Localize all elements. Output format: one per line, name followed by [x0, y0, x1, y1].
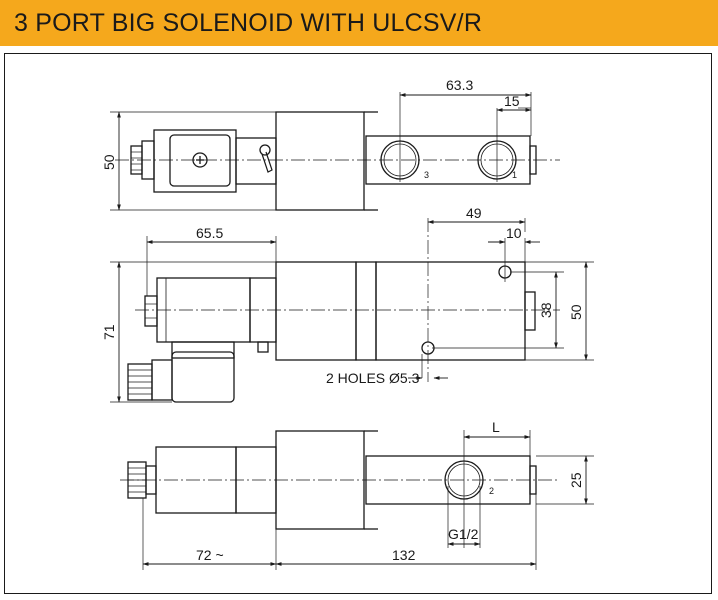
dim-50-middle-label: 50: [568, 304, 584, 320]
middle-connector: [171, 341, 235, 359]
dim-l-label: L: [492, 419, 500, 435]
dim-15-label: 15: [504, 93, 520, 109]
header-bar: 3 PORT BIG SOLENOID WITH ULCSV/R: [0, 0, 718, 46]
bottom-actuator-block: [275, 430, 365, 530]
dim-72-label: 72 ~: [196, 547, 224, 563]
top-actuator-block: [275, 111, 365, 211]
middle-valve-body: [375, 261, 526, 361]
dim-71-label: 71: [101, 324, 117, 340]
top-view: [110, 92, 560, 211]
top-connector-housing: [153, 129, 237, 193]
holes-note-label: 2 HOLES Ø5.3: [326, 370, 420, 386]
dim-49-label: 49: [466, 205, 482, 221]
top-connector-inner: [169, 134, 231, 187]
port-1-label: 1: [512, 170, 517, 180]
bottom-view: [120, 430, 594, 570]
dim-g1-2-label: G1/2: [448, 526, 479, 542]
dim-63-3-label: 63.3: [446, 77, 473, 93]
dim-10-label: 10: [506, 225, 522, 241]
port-3-label: 3: [424, 170, 429, 180]
manual-override-icon: [259, 144, 271, 156]
drawing-frame: [4, 53, 712, 594]
middle-view: [110, 218, 594, 403]
middle-hex-nut: [144, 295, 158, 327]
middle-actuator-block: [275, 261, 357, 361]
dim-50-top-label: 50: [101, 154, 117, 170]
dim-38-label: 38: [538, 302, 554, 318]
connector-screw-icon: [192, 152, 208, 168]
dim-25-label: 25: [568, 472, 584, 488]
middle-valve-block: [355, 261, 377, 361]
top-coil-body: [235, 137, 277, 185]
dim-65-5-label: 65.5: [196, 225, 223, 241]
page-title: 3 PORT BIG SOLENOID WITH ULCSV/R: [14, 9, 483, 37]
dim-132-label: 132: [392, 547, 416, 563]
port-2-label: 2: [489, 486, 494, 496]
